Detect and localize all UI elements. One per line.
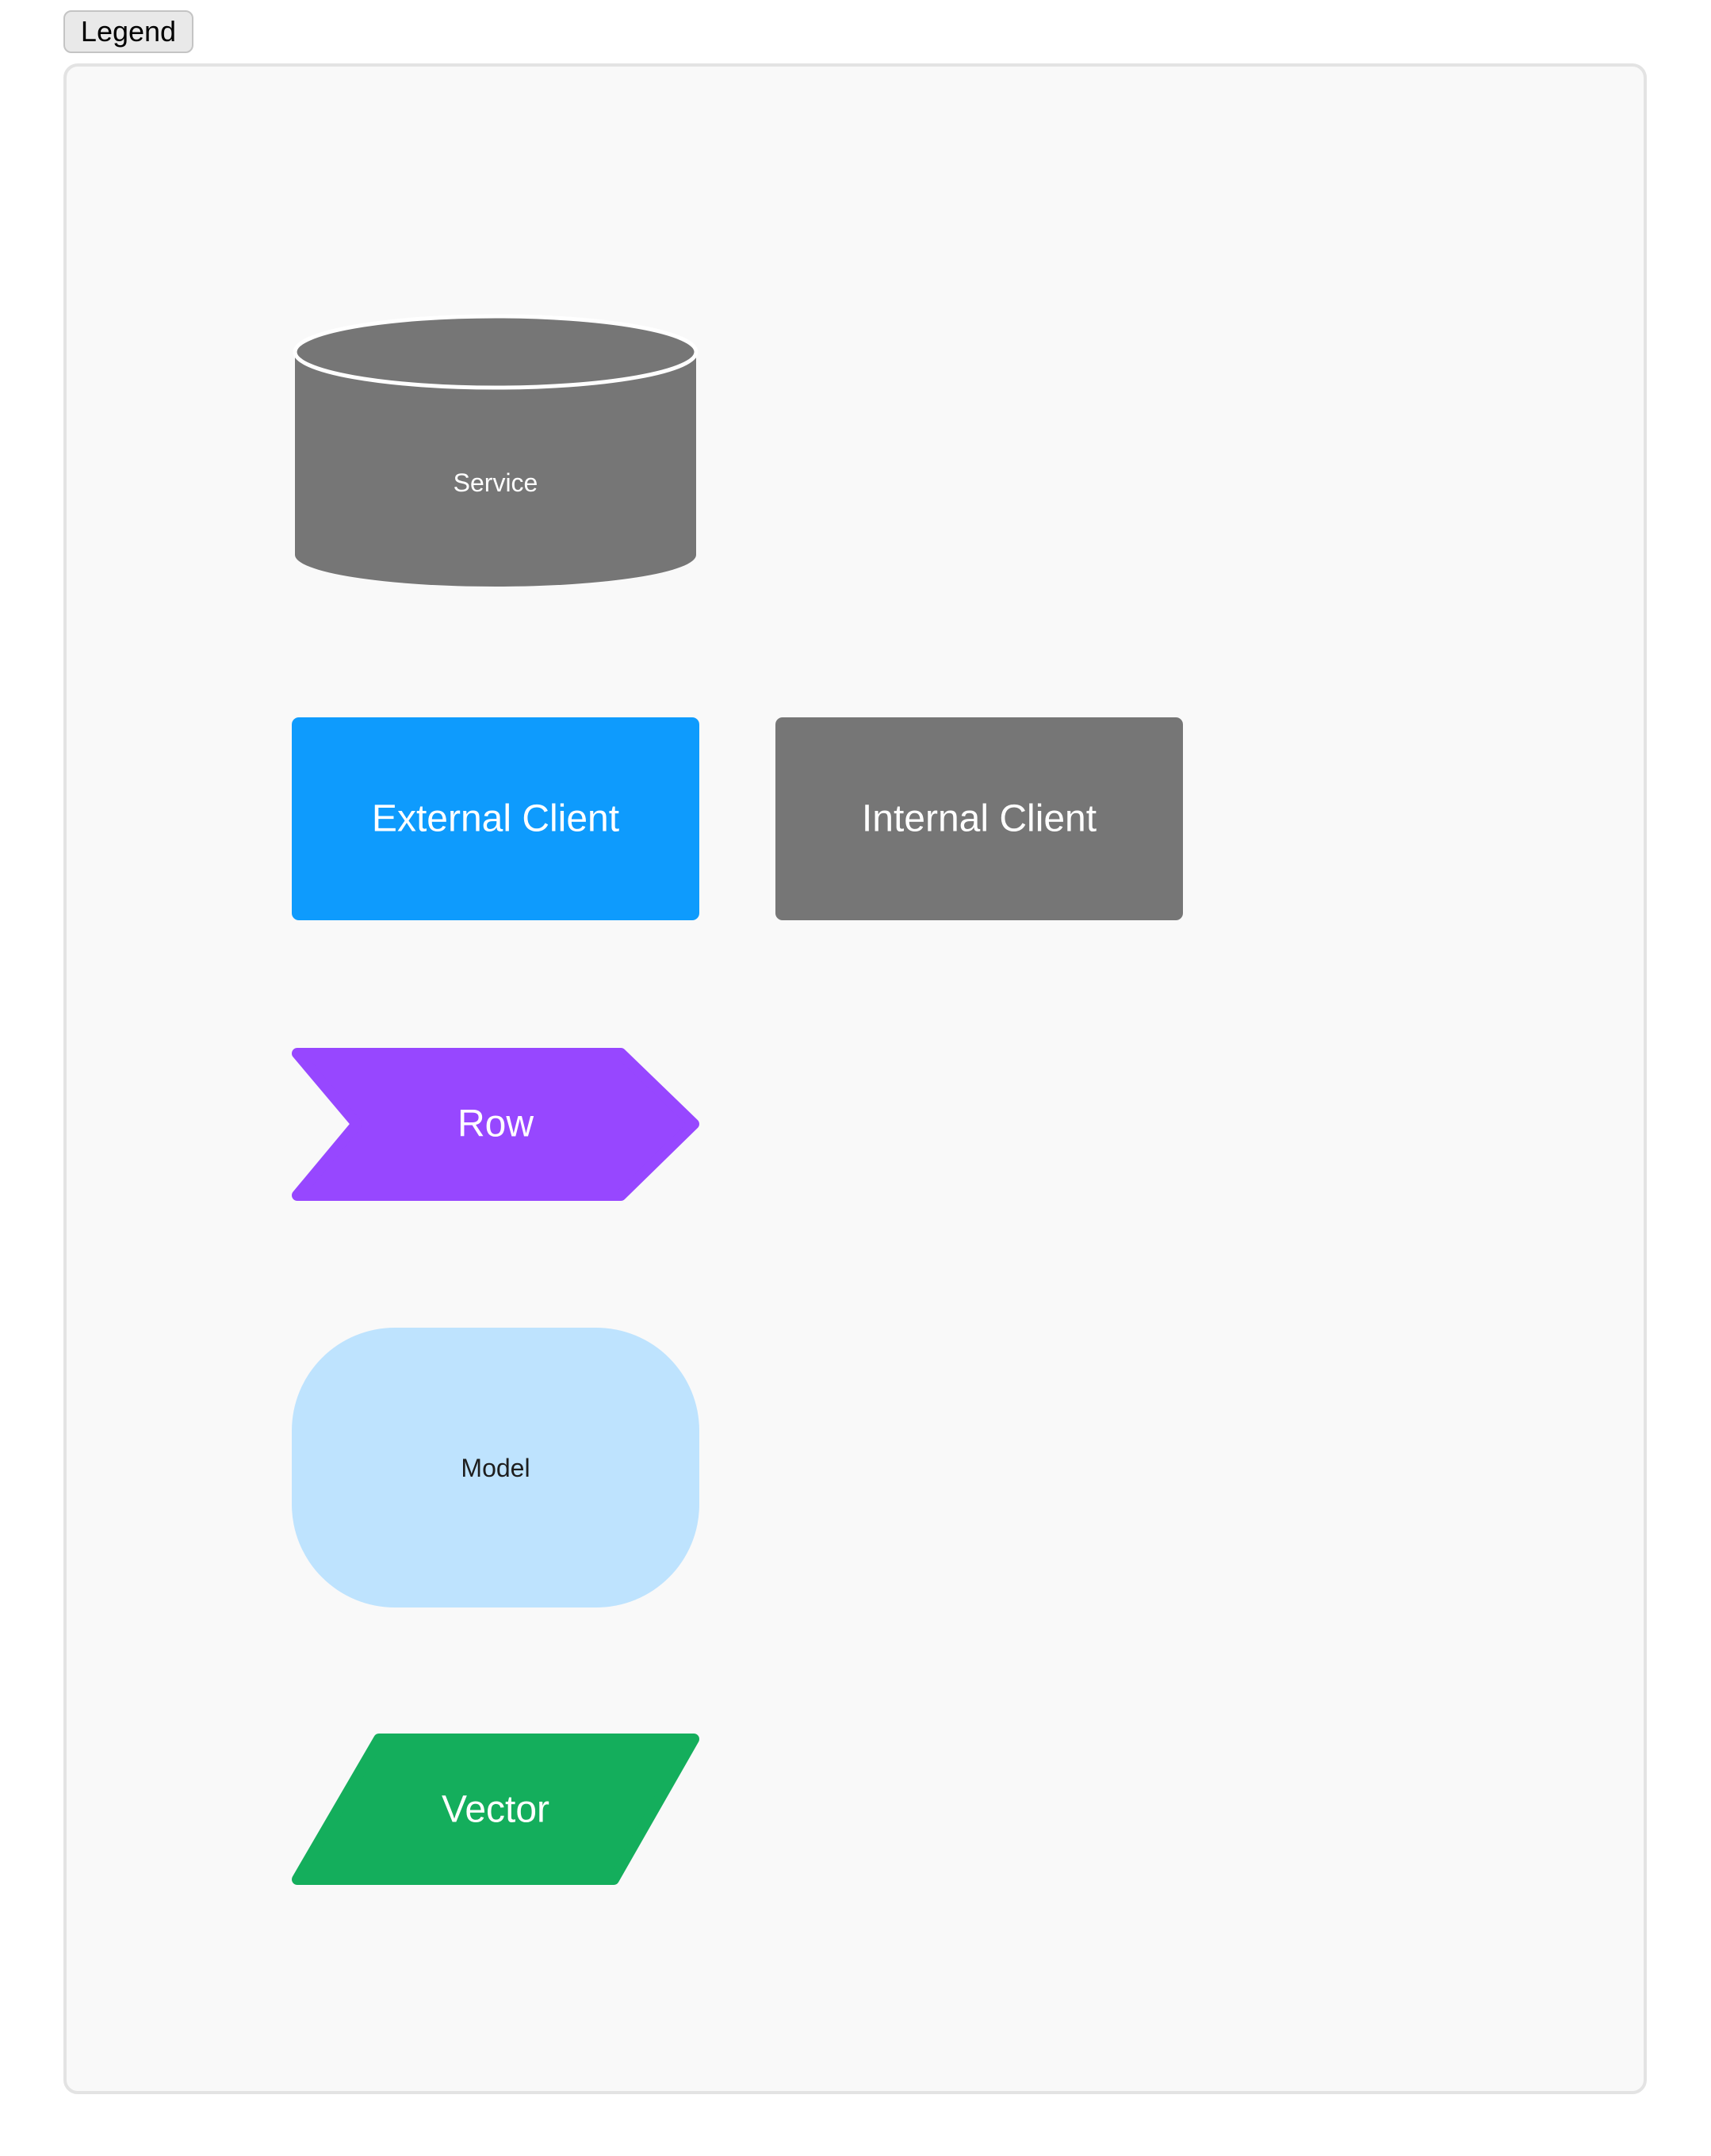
service-shape[interactable]: Service xyxy=(293,314,699,587)
service-cylinder-body xyxy=(295,352,696,587)
row-chevron xyxy=(292,1048,699,1201)
model-label: Model xyxy=(461,1454,530,1482)
internal-client-box xyxy=(775,717,1183,920)
legend-button[interactable]: Legend xyxy=(63,10,193,53)
vector-shape[interactable]: Vector xyxy=(292,1734,699,1885)
external-client-shape[interactable]: External Client xyxy=(292,717,699,920)
external-client-box xyxy=(292,717,699,920)
service-label: Service xyxy=(454,468,538,497)
model-box xyxy=(292,1328,699,1607)
row-label: Row xyxy=(457,1103,534,1145)
vector-label: Vector xyxy=(442,1789,549,1831)
service-cylinder-top xyxy=(293,314,699,390)
row-shape[interactable]: Row xyxy=(292,1048,699,1201)
model-shape[interactable]: Model xyxy=(292,1328,699,1607)
internal-client-shape[interactable]: Internal Client xyxy=(775,717,1183,920)
external-client-label: External Client xyxy=(372,798,619,840)
vector-parallelogram xyxy=(292,1734,699,1885)
internal-client-label: Internal Client xyxy=(862,798,1097,840)
